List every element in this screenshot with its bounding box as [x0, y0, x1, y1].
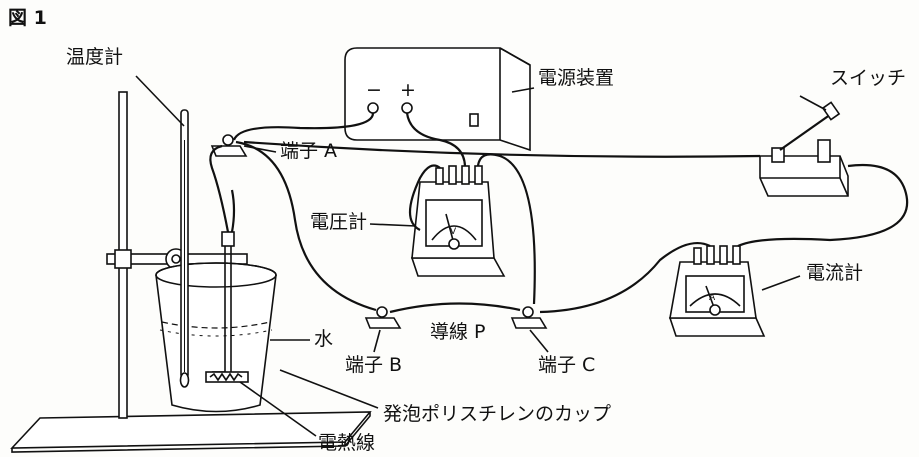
label-heating-wire: 電熱線: [318, 432, 375, 454]
power-supply: − +: [344, 47, 531, 152]
figure-title: 図 1: [8, 7, 47, 29]
label-power-supply: 電源装置: [538, 67, 614, 89]
water-surface: [161, 321, 271, 329]
terminal-a: [210, 134, 248, 157]
switch: [759, 101, 849, 197]
voltmeter: V: [410, 165, 506, 277]
stand-base: [10, 411, 372, 449]
terminal-c: [510, 306, 548, 329]
stand: [10, 91, 372, 453]
terminal-b: [364, 306, 402, 329]
voltmeter-unit: V: [450, 227, 457, 237]
label-terminal-a: 端子 A: [280, 140, 337, 162]
ammeter: A: [668, 245, 766, 337]
label-ammeter: 電流計: [806, 262, 863, 284]
label-switch: スイッチ: [830, 67, 906, 89]
label-thermometer: 温度計: [66, 46, 123, 68]
label-terminal-b: 端子 B: [345, 354, 402, 376]
label-voltmeter: 電圧計: [310, 211, 367, 233]
thermometer: [179, 109, 190, 388]
plus-terminal: [401, 102, 413, 114]
heating-element: [205, 231, 249, 383]
minus-sign: −: [366, 79, 382, 101]
plus-sign: +: [400, 79, 416, 101]
ammeter-unit: A: [709, 293, 716, 303]
heating-wire: [205, 371, 249, 383]
minus-terminal: [367, 102, 379, 114]
label-wire-p: 導線 P: [430, 321, 486, 343]
wires: [209, 112, 909, 314]
label-cup: 発泡ポリスチレンのカップ: [383, 403, 611, 425]
leader-lines: [135, 75, 827, 437]
polystyrene-cup: [155, 262, 277, 413]
label-terminal-c: 端子 C: [538, 354, 595, 376]
label-water: 水: [314, 328, 333, 350]
